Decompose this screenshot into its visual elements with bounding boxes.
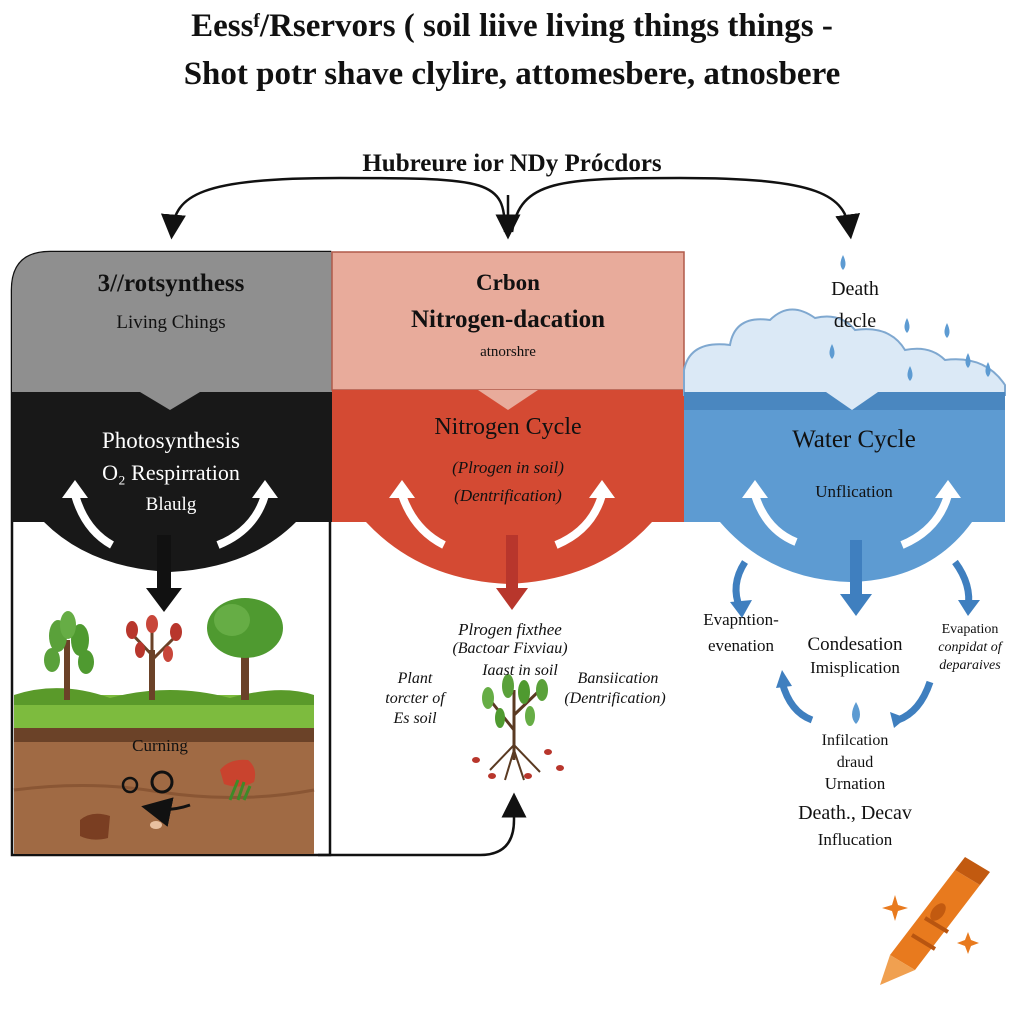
left-top-sub: Living Chings [116,312,226,333]
red-rock [220,759,256,787]
water-down-arrow-shaft [850,540,862,595]
drop-icon [829,344,835,359]
left-top-title: 3//rotsynthess [97,270,245,297]
drop-icon [852,702,860,724]
tree-2 [126,615,182,700]
water-bottom-line-1: Infilcation [821,732,889,749]
water-left-line-2: evenation [707,636,775,655]
connector-arrow-right [510,176,861,240]
middle-right-line-2: (Dentrification) [564,690,666,707]
middle-left-line-1: Plant [397,670,433,687]
water-bottom-line-2: draud [836,754,874,771]
cloud-line-1: Death [831,278,879,300]
middle-line-1: (Plrogen in soil) [452,458,564,477]
water-right-line-1: Evapation [941,622,999,637]
water-infl-line: Influcation [817,830,893,849]
drop-icon [907,366,913,381]
water-center-line-2: Imisplication [810,658,900,677]
middle-top-sub: atnorshre [480,344,536,360]
water-down-arrow-head [840,594,872,616]
left-line-1: Photosynthesis [101,428,241,453]
nitrogen-plant [472,674,564,781]
drop-icon [985,362,991,377]
middle-line-2: (Dentrification) [454,486,562,505]
drop-icon [840,255,846,270]
middle-down-arrow-shaft [506,535,518,590]
sparkle-icon [957,932,979,954]
left-top-band [12,252,332,392]
water-right-line-3: deparaives [939,658,1001,673]
tree-1 [44,611,94,700]
middle-right-line-1: Bansiication [577,670,659,687]
bottom-connector-arrow [318,792,527,857]
left-line-3: Blaulg [145,494,197,515]
left-down-arrow-head [146,588,182,612]
middle-circular-arrow-r [554,493,606,549]
water-death-line: Death., Decav [798,802,912,824]
title-line-2: Shot potr shave clylire, attomesbere, at… [183,56,841,92]
cloud-line-2: decle [833,310,877,332]
hub-label: Hubreure ior NDy Prócdors [362,150,662,177]
plant-line-2: (Bactoar Fixviau) [452,640,568,657]
plant-line-3: Iaast in soil [482,662,558,679]
tree-3 [207,598,283,700]
drop-icon [965,353,971,368]
water-cloud [683,308,1006,396]
middle-cycle-title: Nitrogen Cycle [434,414,582,440]
connector-arrow-left [160,176,507,240]
title-line-1: Eessᶠ/Rservors ( soil liive living thing… [191,8,833,44]
water-bottom-line-3: Urnation [824,774,886,793]
middle-bowl [332,390,684,584]
sparkle-icon [882,895,908,921]
drop-icon [944,323,950,338]
middle-down-arrow-head [496,588,528,610]
middle-top-band [331,251,685,391]
left-circular-arrow-r [216,493,269,549]
water-sub: Unflication [815,482,893,501]
left-circular-arrow-l [71,493,115,549]
soil-label: Curning [132,736,188,755]
middle-top-title-1: Crbon [476,270,540,295]
water-center-line-1: Condesation [807,634,903,655]
water-circular-arrow-l [751,493,798,546]
middle-left-line-3: Es soil [393,710,437,727]
water-circular-arrow-r [900,493,952,549]
middle-circular-arrow-l [398,493,446,549]
middle-left-line-2: torcter of [385,690,445,707]
middle-top-title-2: Nitrogen-dacation [411,306,605,333]
drop-icon [904,318,910,333]
water-right-line-2: conpidat of [938,640,1002,655]
left-down-arrow-shaft [157,535,171,590]
crayon-icon [880,857,990,985]
water-left-line-1: Evapntion- [703,610,779,629]
plant-line-1: Plrogen fixthee [458,620,562,639]
water-cycle-title: Water Cycle [792,426,916,453]
left-line-2: O₂ Respirration [102,460,240,485]
